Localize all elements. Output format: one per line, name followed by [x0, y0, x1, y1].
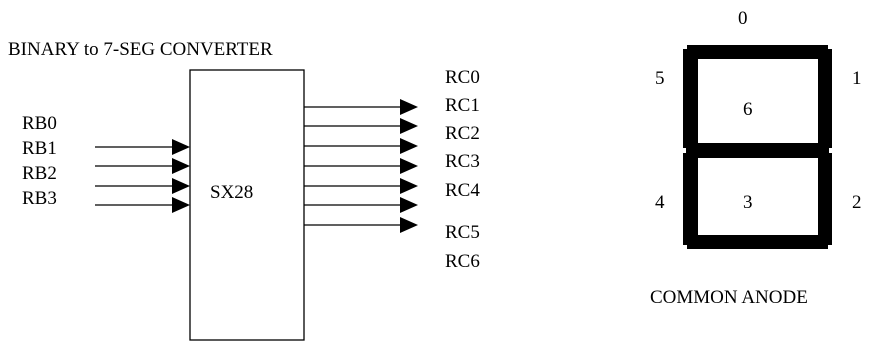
sx28-chip — [189, 69, 305, 341]
input-arrows — [95, 139, 190, 213]
seven-segment-display — [683, 45, 832, 249]
output-arrows — [304, 99, 418, 233]
output-arrow-rc2 — [304, 138, 418, 154]
segment-joints — [683, 45, 832, 249]
output-label-rc5: RC5 — [445, 222, 480, 243]
input-arrow-rb1 — [95, 158, 190, 174]
display-frame — [683, 45, 832, 249]
segment-label-upper-right: 1 — [852, 68, 862, 89]
segment-label-top: 0 — [738, 8, 748, 29]
segment-label-lower-right: 2 — [852, 192, 862, 213]
output-arrow-rc6 — [304, 217, 418, 233]
output-label-rc4: RC4 — [445, 180, 480, 201]
input-arrow-rb0 — [95, 139, 190, 155]
segment-label-middle: 6 — [743, 99, 753, 120]
input-label-rb3: RB3 — [22, 188, 57, 209]
segment-label-bottom: 3 — [743, 192, 753, 213]
output-label-rc1: RC1 — [445, 95, 480, 116]
output-label-rc2: RC2 — [445, 123, 480, 144]
segment-label-upper-left: 5 — [655, 68, 665, 89]
input-label-rb0: RB0 — [22, 113, 57, 134]
input-label-rb2: RB2 — [22, 163, 57, 184]
output-arrow-rc1 — [304, 118, 418, 134]
output-arrow-rc0 — [304, 99, 418, 115]
diagram-title: BINARY to 7-SEG CONVERTER — [8, 39, 273, 60]
segment-label-lower-left: 4 — [655, 192, 665, 213]
input-arrow-rb3 — [95, 197, 190, 213]
chip-label: SX28 — [210, 182, 253, 203]
output-label-rc0: RC0 — [445, 67, 480, 88]
input-label-rb1: RB1 — [22, 138, 57, 159]
output-arrow-rc5 — [304, 197, 418, 213]
output-label-rc3: RC3 — [445, 151, 480, 172]
output-arrow-rc4 — [304, 178, 418, 194]
input-arrow-rb2 — [95, 178, 190, 194]
output-label-rc6: RC6 — [445, 251, 480, 272]
display-caption: COMMON ANODE — [650, 287, 808, 308]
output-arrow-rc3 — [304, 158, 418, 174]
